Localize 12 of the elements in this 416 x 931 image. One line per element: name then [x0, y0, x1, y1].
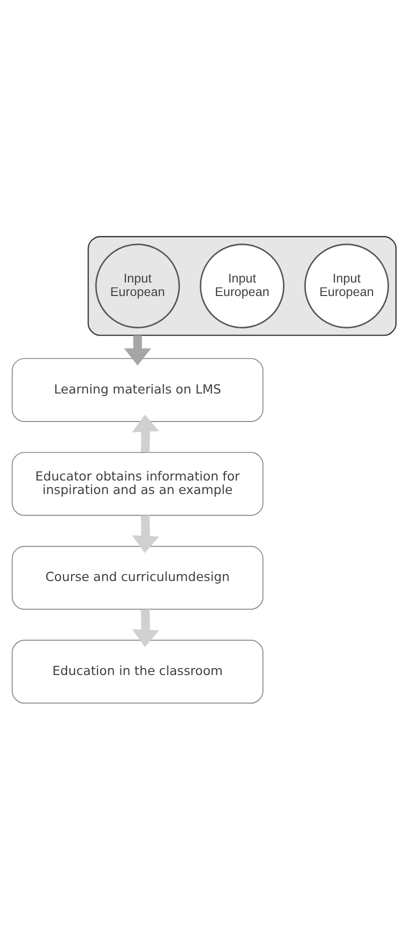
arrow [132, 608, 160, 646]
node-circle: Input European [200, 243, 284, 328]
arrow [124, 334, 152, 366]
arrow [132, 514, 160, 553]
node-box: Educator obtains information for inspiration and as an example [12, 451, 264, 516]
node-circle: Input European [95, 243, 180, 328]
node-box: Course and curriculumdesign [12, 545, 264, 610]
arrow [132, 414, 160, 452]
cluster [88, 236, 397, 336]
node-circle: Input European [304, 243, 389, 328]
node-box: Learning materials on LMS [12, 358, 264, 422]
node-box: Education in the classroom [12, 639, 264, 704]
